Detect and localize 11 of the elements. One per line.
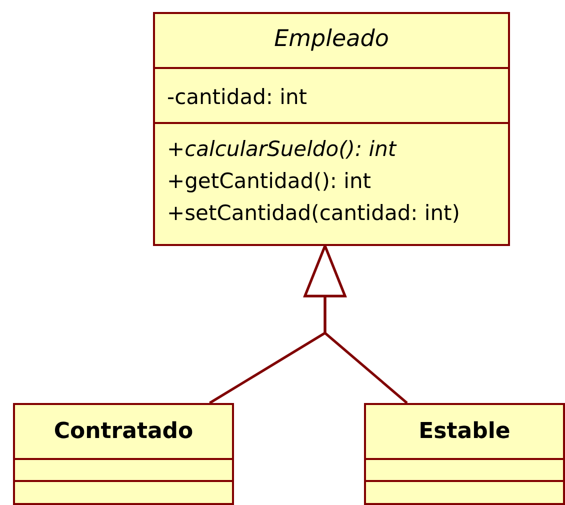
method-text: +setCantidad(cantidad: int) [167, 200, 461, 227]
method-text: +getCantidad(): int [167, 168, 372, 195]
class-name: Empleado [273, 25, 390, 54]
uml-class-box [364, 403, 565, 505]
attribute-text: -cantidad: int [167, 84, 308, 111]
method-text: +calcularSueldo(): int [167, 136, 398, 163]
uml-class-box [13, 403, 234, 505]
class-name: Contratado [52, 418, 194, 446]
uml-class-box [153, 12, 510, 246]
generalization-arrow [304, 244, 408, 404]
class-name: Estable [418, 418, 512, 446]
